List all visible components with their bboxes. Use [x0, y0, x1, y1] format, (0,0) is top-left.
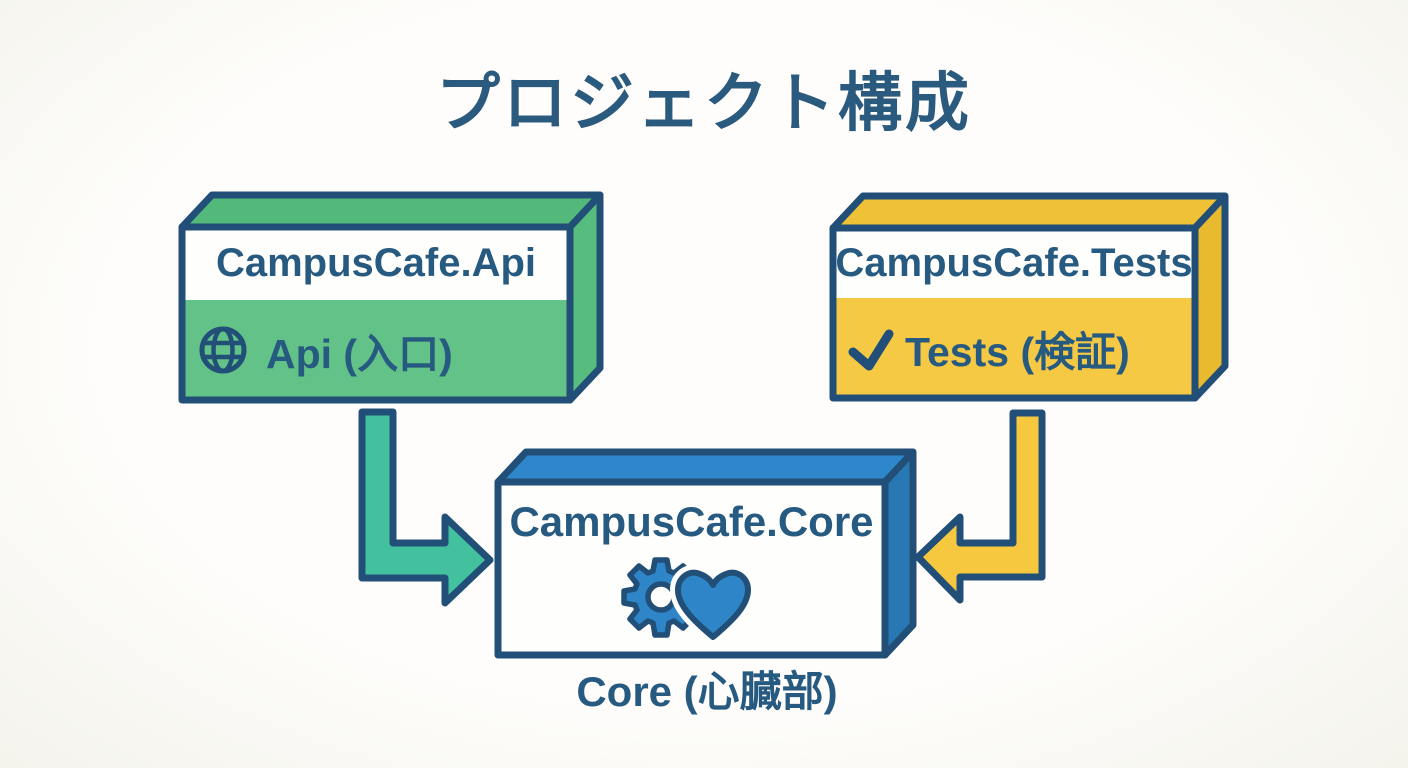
- gear-heart-icon: [621, 557, 756, 645]
- tests-box: [829, 192, 1229, 402]
- heart-glyph: [675, 569, 751, 640]
- arrow-api-to-core: [358, 408, 494, 607]
- globe-icon: [199, 326, 247, 374]
- api-box-subtitle: Api (入口): [266, 331, 453, 377]
- arrow-tests-to-core: [914, 409, 1046, 604]
- api-box-title: CampusCafe.Api: [215, 241, 537, 285]
- api-box-color-band: [182, 300, 570, 400]
- core-box-side-face: [881, 448, 917, 659]
- checkmark-icon: [848, 329, 894, 371]
- core-box: [494, 448, 917, 659]
- tests-box-side-face: [1191, 192, 1229, 402]
- core-box-caption: Core (心臓部): [576, 667, 838, 715]
- api-box: [178, 191, 604, 404]
- api-box-front-outline: [178, 223, 574, 404]
- tests-box-top-face: [829, 192, 1229, 232]
- api-box-side-face: [566, 191, 604, 404]
- core-box-title: CampusCafe.Core: [509, 498, 874, 545]
- api-box-top-face: [178, 191, 604, 231]
- tests-box-title: CampusCafe.Tests: [835, 240, 1193, 285]
- tests-box-color-band: [833, 298, 1195, 398]
- tests-box-front-outline: [829, 224, 1199, 402]
- tests-box-subtitle: Tests (検証): [905, 329, 1130, 375]
- core-box-top-face: [494, 448, 917, 486]
- page-title: プロジェクト構成: [436, 67, 972, 139]
